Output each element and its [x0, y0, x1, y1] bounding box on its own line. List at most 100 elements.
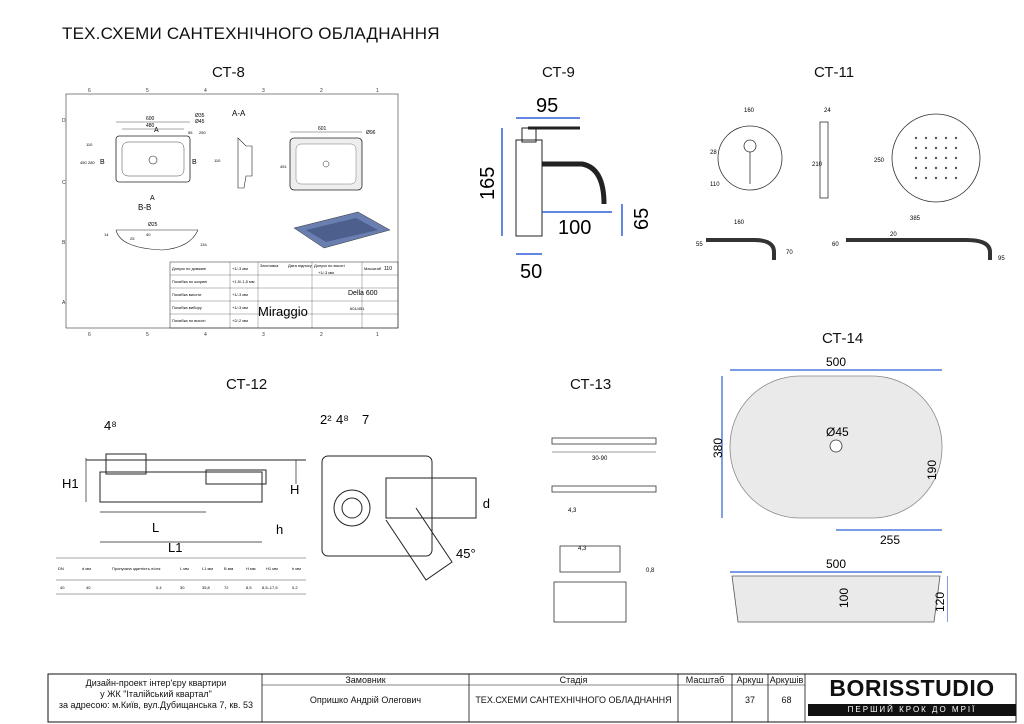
tb-address: за адресою: м.Київ, вул.Дубищанська 7, к… [58, 700, 254, 710]
ct8-section-aa: A-A [232, 109, 246, 118]
svg-text:0,4: 0,4 [156, 585, 162, 590]
ct11-d28: 28 [710, 150, 717, 156]
ct9-d50: 50 [520, 261, 542, 283]
ct8-model: Della 600 [348, 290, 378, 297]
ct8-d250: 250 [199, 130, 206, 135]
ct8-b-right: B [192, 159, 197, 166]
ct12-d7: 7 [362, 412, 369, 427]
svg-text:Дата підпису: Дата підпису [288, 263, 312, 268]
ct11-d250: 250 [874, 158, 885, 164]
tb-customer: Опришко Андрій Олегович [309, 695, 422, 705]
ct8-d96: Ø96 [366, 130, 376, 136]
grid-top-2: 2 [320, 88, 323, 94]
svg-text:L мм: L мм [180, 566, 189, 571]
svg-text:d мм: d мм [82, 566, 91, 571]
svg-text:L1 мм: L1 мм [202, 566, 213, 571]
svg-text:35,8: 35,8 [202, 585, 211, 590]
svg-text:8,5: 8,5 [246, 585, 252, 590]
svg-text:B мм: B мм [224, 566, 234, 571]
svg-text:+1,5/-1,5 мм: +1,5/-1,5 мм [232, 279, 255, 284]
label-ct13: СТ-13 [570, 376, 612, 393]
ct14-d255: 255 [880, 533, 900, 547]
grid-side-d: D [62, 118, 66, 124]
ct8-d480: 480 [146, 123, 155, 129]
ct14-d100: 100 [837, 588, 851, 608]
tb-project: Дизайн-проект інтер'єру квартири [85, 678, 227, 688]
tb-sheet: 37 [744, 695, 755, 705]
grid-bot-3: 3 [262, 332, 265, 338]
svg-text:DN: DN [58, 566, 64, 571]
svg-text:40: 40 [60, 585, 65, 590]
ct12-L1: L1 [168, 540, 182, 555]
sheet-title: ТЕХ.СХЕМИ САНТЕХНІЧНОГО ОБЛАДНАННЯ [62, 24, 440, 43]
ct8-d40: 40 [146, 232, 151, 237]
grid-bot-2: 2 [320, 332, 323, 338]
ct12-d: d [483, 496, 490, 511]
grid-bot-1: 1 [376, 332, 379, 338]
svg-text:Похибка по ширині: Похибка по ширині [172, 279, 207, 284]
ct8-topview [115, 135, 191, 183]
ct8-d451: 451 [280, 164, 287, 169]
tb-stage-header: Стадія [559, 675, 588, 685]
ct8-d25: Ø25 [148, 222, 158, 228]
svg-text:Допуск по висоті: Допуск по висоті [314, 263, 345, 268]
label-ct12: СТ-12 [226, 376, 268, 393]
ct8-d280: 280 [88, 160, 95, 165]
brand-tagline: ПЕРШИЙ КРОК ДО МРІЇ [808, 704, 1016, 716]
ct11-d55: 55 [696, 242, 703, 248]
tb-complex: у ЖК "Італійський квартал" [100, 689, 212, 699]
ct14-basin-side [731, 575, 941, 623]
ct9-d95: 95 [536, 95, 558, 117]
grid-side-b: B [62, 240, 66, 246]
svg-text:Похибка висоти: Похибка висоти [172, 292, 201, 297]
brand-logo: BORISSTUDIO ПЕРШИЙ КРОК ДО МРІЇ [806, 675, 1018, 718]
label-ct8: СТ-8 [212, 64, 245, 81]
svg-text:30: 30 [180, 585, 185, 590]
ct9-d65: 65 [631, 208, 653, 230]
ct11-mixer-plate [717, 125, 783, 191]
ct12-d48b: 4⁸ [336, 412, 349, 427]
ct8-a-top: A [154, 127, 159, 134]
ct12-d22: 2² [320, 412, 332, 427]
svg-text:+1/-3 мм: +1/-3 мм [232, 266, 248, 271]
ct11-d20: 20 [890, 232, 897, 238]
ct13-d43: 4,3 [568, 508, 577, 514]
svg-text:8,5–17,5: 8,5–17,5 [262, 585, 278, 590]
svg-text:110: 110 [384, 266, 392, 272]
ct14-d500: 500 [826, 355, 846, 369]
grid-bot-5: 5 [146, 332, 149, 338]
label-ct9: СТ-9 [542, 64, 575, 81]
ct12-H: H [290, 482, 299, 497]
ct14-drain [829, 439, 843, 453]
ct14-d500b: 500 [826, 557, 846, 571]
ct8-d45: Ø45 [195, 119, 205, 125]
title-block-frame [47, 673, 1017, 723]
ct8-d134: 134 [200, 242, 207, 247]
svg-text:Пропускна здатність л/сек: Пропускна здатність л/сек [112, 566, 161, 571]
ct8-d35: Ø35 [195, 113, 205, 119]
ct14-d45: Ø45 [826, 425, 849, 439]
svg-text:Заготовка: Заготовка [260, 263, 279, 268]
ct11-d385: 385 [910, 216, 921, 222]
ct11-d70: 70 [786, 250, 793, 256]
svg-text:Масштаб: Масштаб [364, 266, 382, 271]
svg-text:Похибка вибору: Похибка вибору [172, 305, 202, 310]
ct8-drawing: 6 5 4 3 2 1 D C B A 6 5 4 3 2 1 600 480 … [62, 88, 399, 338]
svg-text:72: 72 [224, 585, 229, 590]
svg-text:+2/-2 мм: +2/-2 мм [232, 318, 248, 323]
tb-sheet-header: Аркуш [736, 675, 764, 685]
ct12-H1: H1 [62, 476, 79, 491]
tb-sheets: 68 [781, 695, 792, 705]
grid-bot-6: 6 [88, 332, 91, 338]
ct14-drawing: 500 380 Ø45 190 255 500 100 120 [711, 355, 948, 623]
ct8-d14: 14 [104, 232, 109, 237]
svg-text:+1/-3 мм: +1/-3 мм [318, 270, 334, 275]
grid-top-4: 4 [204, 88, 207, 94]
ct8-d55: 55 [188, 130, 193, 135]
tb-customer-header: Замовник [345, 675, 386, 685]
ct11-d60: 60 [832, 242, 839, 248]
ct12-h: h [276, 522, 283, 537]
ct9-d165: 165 [477, 167, 499, 200]
tb-stage: ТЕХ.СХЕМИ САНТЕХНІЧНОГО ОБЛАДНАННЯ [475, 695, 672, 705]
svg-text:Похибка по висоті: Похибка по висоті [172, 318, 206, 323]
